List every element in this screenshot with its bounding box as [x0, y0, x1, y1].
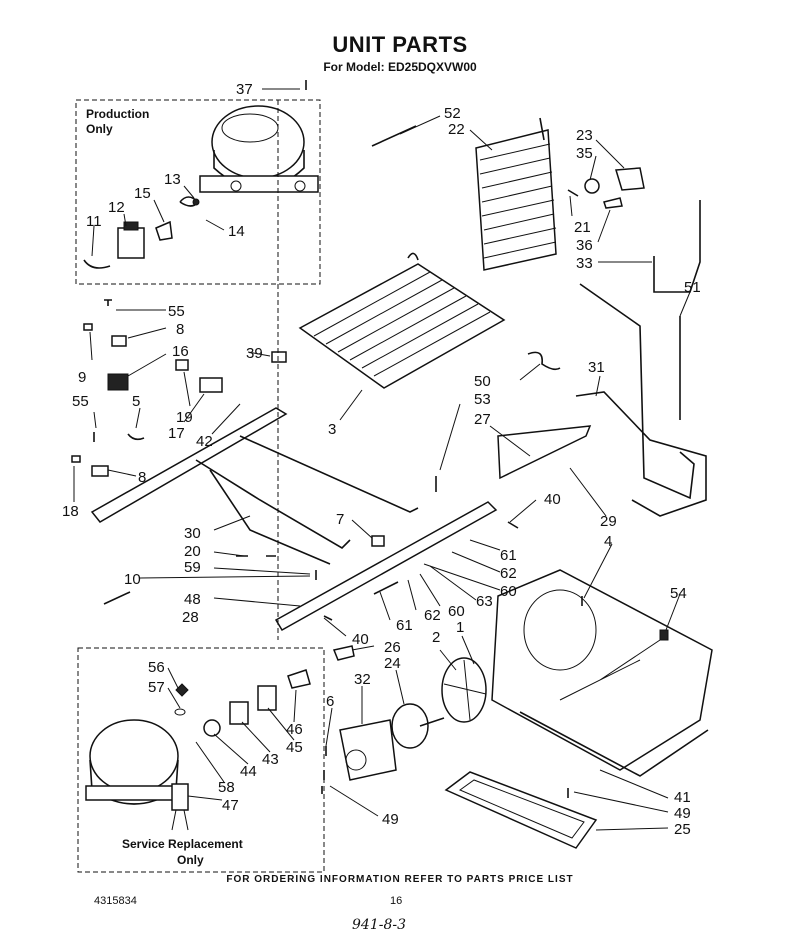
- callout-60-lower: 60: [448, 603, 465, 620]
- callout-46: 46: [286, 721, 303, 738]
- document-number: 4315834: [94, 895, 137, 907]
- callout-35: 35: [576, 145, 593, 162]
- evaporator-coil: [475, 117, 557, 271]
- callout-45: 45: [286, 739, 303, 756]
- callout-12: 12: [108, 199, 125, 216]
- model-subtitle: For Model: ED25DQXVW00: [323, 60, 477, 74]
- callout-40-lower: 40: [352, 631, 369, 648]
- machine-compartment-base: [491, 569, 713, 777]
- callout-21: 21: [574, 219, 591, 236]
- callout-61-upper: 61: [500, 547, 517, 564]
- tube-52: [371, 125, 417, 147]
- callout-39: 39: [246, 345, 263, 362]
- callout-36: 36: [576, 237, 593, 254]
- callout-51: 51: [684, 279, 701, 296]
- callout-58: 58: [218, 779, 235, 796]
- callout-48: 48: [184, 591, 201, 608]
- callout-13: 13: [164, 171, 181, 188]
- callout-22: 22: [448, 121, 465, 138]
- callout-54: 54: [670, 585, 687, 602]
- callout-53: 53: [474, 391, 491, 408]
- production-label-line1: Production: [86, 107, 149, 121]
- callout-41: 41: [674, 789, 691, 806]
- production-only-box: Production Only: [75, 99, 321, 285]
- callout-8-top: 8: [176, 321, 184, 338]
- callout-37: 37: [236, 81, 253, 98]
- handwritten-note: 941-8-3: [352, 917, 406, 933]
- callout-1: 1: [456, 619, 464, 636]
- callout-29: 29: [600, 513, 617, 530]
- page-number: 16: [390, 895, 403, 907]
- callout-49-lower: 49: [382, 811, 399, 828]
- leader-lines: [73, 88, 691, 831]
- callout-57: 57: [148, 679, 165, 696]
- compressor-service: [85, 719, 189, 831]
- fan-and-motor: [339, 657, 487, 781]
- service-label-line2: Only: [177, 853, 204, 867]
- callout-52: 52: [444, 105, 461, 122]
- callout-47: 47: [222, 797, 239, 814]
- service-small-parts: [174, 669, 311, 737]
- service-replacement-box: Service Replacement Only: [77, 647, 325, 873]
- callout-42: 42: [196, 433, 213, 450]
- callout-32: 32: [354, 671, 371, 688]
- callout-14: 14: [228, 223, 245, 240]
- condenser-coil: [298, 252, 506, 389]
- callout-5: 5: [132, 393, 140, 410]
- callout-17: 17: [168, 425, 185, 442]
- callout-63: 63: [476, 593, 493, 610]
- callout-numbers: 37 52 22 23 35 13 15 12 11 14 21 36 33 5…: [62, 81, 701, 838]
- callout-26: 26: [384, 639, 401, 656]
- drain-tubes: [575, 200, 707, 517]
- frame-rails: [90, 407, 498, 632]
- damper-parts: [567, 167, 645, 209]
- callout-23: 23: [576, 127, 593, 144]
- callout-62-lower: 62: [424, 607, 441, 624]
- callout-15: 15: [134, 185, 151, 202]
- callout-56: 56: [148, 659, 165, 676]
- callout-7: 7: [336, 511, 344, 528]
- callout-59: 59: [184, 559, 201, 576]
- callout-24: 24: [384, 655, 401, 672]
- callout-9: 9: [78, 369, 86, 386]
- drip-tray: [444, 771, 598, 849]
- misc-hardware: [71, 80, 669, 798]
- callout-2: 2: [432, 629, 440, 646]
- callout-3: 3: [328, 421, 336, 438]
- callout-10: 10: [124, 571, 141, 588]
- callout-55-top: 55: [168, 303, 185, 320]
- callout-11: 11: [86, 213, 102, 230]
- callout-4: 4: [604, 533, 612, 550]
- ordering-note: FOR ORDERING INFORMATION REFER TO PARTS …: [226, 874, 574, 885]
- callout-61-lower: 61: [396, 617, 413, 634]
- callout-55-left: 55: [72, 393, 89, 410]
- callout-28: 28: [182, 609, 199, 626]
- service-label-line1: Service Replacement: [122, 837, 243, 851]
- callout-43: 43: [262, 751, 279, 768]
- callout-6: 6: [326, 693, 334, 710]
- callout-8-left: 8: [138, 469, 146, 486]
- callout-18: 18: [62, 503, 79, 520]
- page-title: UNIT PARTS: [332, 32, 468, 57]
- callout-25: 25: [674, 821, 691, 838]
- callout-49-right: 49: [674, 805, 691, 822]
- callout-60-upper: 60: [500, 583, 517, 600]
- callout-19: 19: [176, 409, 193, 426]
- callout-27: 27: [474, 411, 491, 428]
- callout-44: 44: [240, 763, 257, 780]
- callout-33: 33: [576, 255, 593, 272]
- callout-50: 50: [474, 373, 491, 390]
- compressor-production: [199, 105, 319, 193]
- callout-20: 20: [184, 543, 201, 560]
- callout-30: 30: [184, 525, 201, 542]
- callout-62-upper: 62: [500, 565, 517, 582]
- production-label-line2: Only: [86, 122, 113, 136]
- production-small-parts: [83, 196, 200, 269]
- callout-16: 16: [172, 343, 189, 360]
- callout-31: 31: [588, 359, 605, 376]
- callout-40-right: 40: [544, 491, 561, 508]
